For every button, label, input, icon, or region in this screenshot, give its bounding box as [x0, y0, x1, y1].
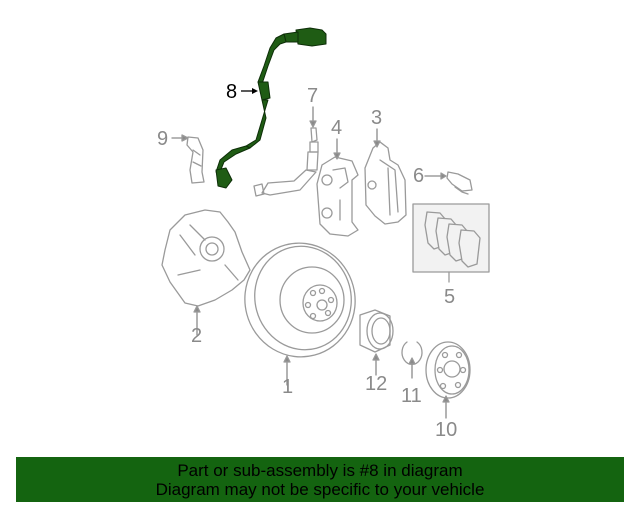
callout-8[interactable]: 8 — [226, 81, 238, 103]
banner-disclaimer: Diagram may not be specific to your vehi… — [155, 480, 485, 499]
callout-11[interactable]: 11 — [401, 385, 422, 407]
info-banner: Part or sub-assembly is #8 in diagram Di… — [16, 457, 624, 502]
callout-3[interactable]: 3 — [371, 107, 383, 129]
splash-shield-part[interactable] — [161, 209, 251, 336]
brake-pads-part[interactable] — [412, 203, 490, 283]
callout-9[interactable]: 9 — [157, 128, 169, 150]
bracket-part[interactable] — [186, 136, 205, 184]
callout-12[interactable]: 12 — [365, 373, 388, 395]
banner-part-note: Part or sub-assembly is #8 in diagram — [177, 461, 463, 480]
callout-4[interactable]: 4 — [331, 117, 343, 139]
wheel-hub-part[interactable] — [425, 341, 471, 419]
brake-hose-part[interactable] — [253, 127, 319, 197]
callout-2[interactable]: 2 — [191, 325, 203, 347]
callout-5[interactable]: 5 — [444, 286, 456, 308]
wear-sensor-part[interactable] — [424, 171, 473, 195]
wheel-bearing-part[interactable] — [359, 309, 394, 376]
snap-ring-part[interactable] — [401, 341, 423, 379]
brake-caliper-part[interactable] — [364, 141, 407, 225]
callout-7[interactable]: 7 — [307, 85, 319, 107]
brake-rotor-part[interactable] — [232, 231, 368, 386]
parts-diagram — [161, 27, 490, 419]
callout-6[interactable]: 6 — [413, 165, 425, 187]
caliper-bracket-part[interactable] — [316, 156, 359, 237]
callout-10[interactable]: 10 — [435, 419, 458, 441]
abs-sensor-part-highlighted[interactable] — [215, 27, 327, 189]
callout-1[interactable]: 1 — [282, 376, 294, 398]
